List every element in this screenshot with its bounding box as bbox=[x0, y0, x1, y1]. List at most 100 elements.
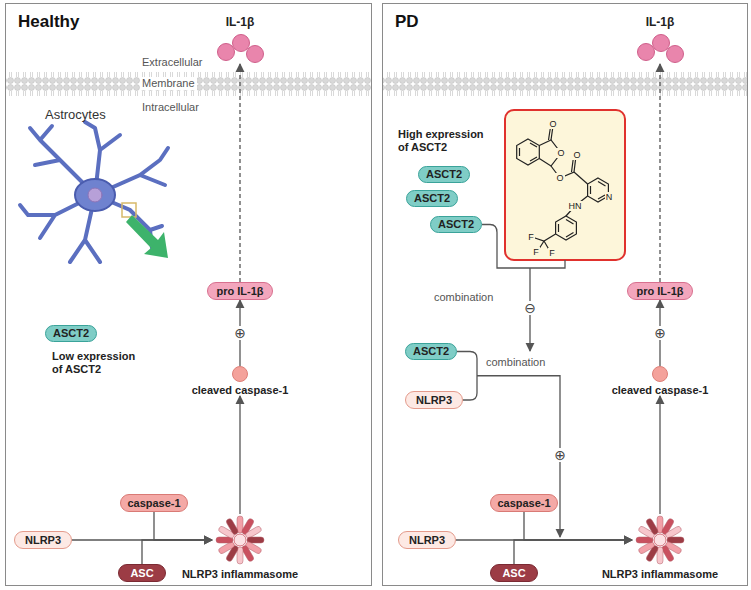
node-label: NLRP3 bbox=[416, 394, 452, 406]
arrow bbox=[154, 512, 212, 540]
enzyme-dot: cleaved caspase-1 bbox=[192, 366, 289, 396]
inflammasome-core bbox=[654, 534, 666, 546]
promote-symbol: ⊕ bbox=[233, 326, 247, 340]
shape bbox=[75, 179, 115, 211]
region-label: Intracellular bbox=[140, 101, 201, 114]
cytokine-molecule bbox=[667, 46, 684, 63]
atom-label: F bbox=[548, 248, 556, 258]
atom-label: N bbox=[605, 192, 614, 202]
cell-membrane bbox=[6, 70, 371, 98]
cytokine-svg bbox=[214, 32, 266, 64]
stroke bbox=[566, 196, 588, 216]
stroke bbox=[517, 139, 540, 165]
transporter-box: ASCT2 bbox=[45, 325, 97, 342]
process-label: combination bbox=[432, 291, 495, 304]
protein-box: ASC bbox=[118, 564, 166, 582]
node-label: pro IL-1β bbox=[216, 285, 263, 297]
cytokine-molecule bbox=[247, 46, 264, 63]
transporter-box: ASCT2 bbox=[418, 166, 470, 183]
protein-box: pro IL-1β bbox=[627, 282, 693, 300]
transporter-box: ASCT2 bbox=[406, 190, 458, 207]
arrow bbox=[142, 540, 212, 564]
promote-arrow bbox=[477, 376, 560, 537]
cytokine-molecule bbox=[218, 44, 235, 61]
process-label: combination bbox=[484, 356, 547, 369]
panel-title: PD bbox=[395, 12, 419, 32]
atom-label: F bbox=[527, 232, 535, 242]
stroke bbox=[556, 216, 577, 240]
stroke bbox=[520, 143, 538, 161]
node-label: ASCT2 bbox=[53, 327, 89, 339]
node-label: NLRP3 inflammasome bbox=[602, 568, 718, 580]
arrow bbox=[524, 512, 632, 540]
atom-label: O bbox=[572, 150, 581, 160]
region-label: Membrane bbox=[140, 77, 197, 90]
arrow bbox=[659, 396, 660, 514]
protein-box: NLRP3 bbox=[398, 531, 456, 549]
stroke bbox=[591, 182, 606, 200]
cell-membrane bbox=[383, 70, 747, 98]
promote-symbol: ⊕ bbox=[653, 326, 667, 340]
zoom-arrow bbox=[126, 215, 168, 258]
panel: HealthyIL-1βpro IL-1βASCT2cleaved caspas… bbox=[5, 3, 372, 586]
cytokine-cluster: IL-1β bbox=[634, 32, 686, 64]
inflammasome-core bbox=[234, 534, 246, 546]
node-label: cleaved caspase-1 bbox=[192, 384, 289, 396]
stroke bbox=[559, 220, 574, 238]
cell-label: Astrocytes bbox=[45, 108, 106, 123]
protein-box: pro IL-1β bbox=[207, 282, 273, 300]
enzyme-circle bbox=[652, 366, 668, 382]
atom-label: F bbox=[532, 247, 540, 257]
inflammasome-svg bbox=[212, 514, 268, 566]
combination-bracket bbox=[482, 225, 565, 269]
region-label: Extracellular bbox=[140, 56, 205, 69]
dashed-arrow bbox=[239, 64, 240, 282]
protein-box: ASC bbox=[490, 564, 538, 582]
protein-box: caspase-1 bbox=[120, 494, 188, 512]
node-label: ASCT2 bbox=[438, 218, 474, 230]
dashed-arrow bbox=[659, 64, 660, 282]
node-label: cleaved caspase-1 bbox=[612, 384, 709, 396]
inflammasome-subunit bbox=[645, 518, 659, 536]
compound-box bbox=[505, 110, 625, 260]
node-label: ASC bbox=[130, 567, 153, 579]
transporter-box: ASCT2 bbox=[405, 343, 457, 360]
zoom-square bbox=[122, 203, 136, 217]
node-label: ASCT2 bbox=[426, 168, 462, 180]
cytokine-molecule bbox=[638, 44, 655, 61]
arrow bbox=[239, 396, 240, 514]
node-label: caspase-1 bbox=[497, 497, 550, 509]
astrocyte bbox=[20, 122, 168, 262]
stroke bbox=[574, 172, 588, 184]
promote-symbol: ⊕ bbox=[553, 448, 567, 462]
node-label: pro IL-1β bbox=[636, 285, 683, 297]
inflammasome: NLRP3 inflammasome bbox=[632, 514, 688, 566]
transporter-box: ASCT2 bbox=[430, 216, 482, 233]
node-label: ASCT2 bbox=[413, 345, 449, 357]
cytokine-molecule bbox=[233, 35, 250, 52]
shape bbox=[88, 188, 102, 202]
protein-box: NLRP3 bbox=[14, 531, 72, 549]
node-label: ASC bbox=[502, 567, 525, 579]
node-label: caspase-1 bbox=[127, 497, 180, 509]
inflammasome-svg bbox=[632, 514, 688, 566]
arrow bbox=[514, 540, 632, 564]
atom-label: O bbox=[548, 119, 557, 129]
note: Low expression of ASCT2 bbox=[52, 350, 148, 375]
enzyme-circle bbox=[232, 366, 248, 382]
note: High expression of ASCT2 bbox=[398, 128, 494, 153]
atom-label: HN bbox=[568, 201, 583, 211]
protein-box: NLRP3 bbox=[405, 391, 463, 409]
node-label: ASCT2 bbox=[414, 192, 450, 204]
node-label: NLRP3 bbox=[409, 534, 445, 546]
compound-structure bbox=[517, 126, 609, 253]
cytokine-cluster: IL-1β bbox=[214, 32, 266, 64]
node-label: IL-1β bbox=[226, 15, 255, 29]
enzyme-dot: cleaved caspase-1 bbox=[612, 366, 709, 396]
node-label: IL-1β bbox=[646, 15, 675, 29]
node-label: NLRP3 bbox=[25, 534, 61, 546]
inhibit-symbol: ⊖ bbox=[523, 301, 537, 315]
cytokine-molecule bbox=[653, 35, 670, 52]
cytokine-svg bbox=[634, 32, 686, 64]
protein-box: caspase-1 bbox=[490, 494, 558, 512]
